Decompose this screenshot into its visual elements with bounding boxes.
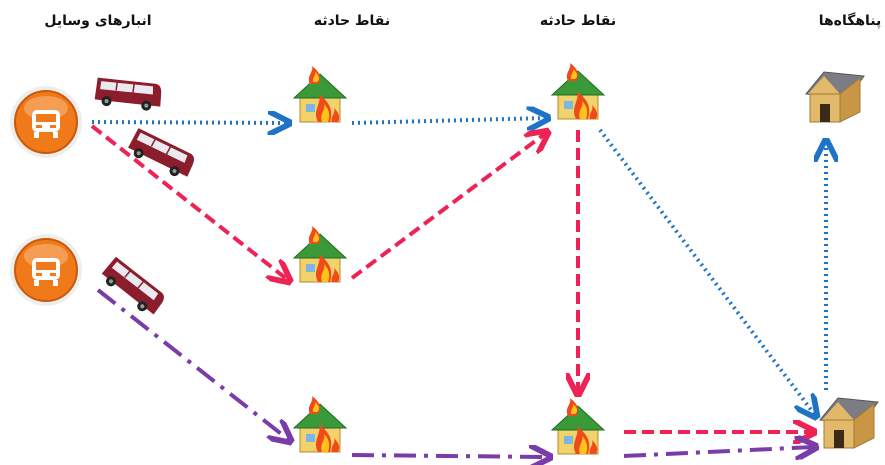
header-incidents-2: نقاط حادثه [540, 13, 616, 29]
route-red-depot1-to-incident-c [90, 124, 288, 280]
burning-house-icon [293, 395, 347, 453]
burning-house-icon [293, 225, 347, 283]
bus-depot-icon [9, 85, 83, 159]
route-purple-incident-e-to-shelter-2 [623, 447, 814, 456]
shelter-house-icon [805, 71, 865, 123]
bus-icon [125, 125, 199, 184]
bus-icon [93, 74, 165, 115]
header-depots: انبارهای وسایل [44, 13, 151, 29]
shelter-house-icon [819, 397, 879, 449]
route-blue-incident-a-to-incident-b [351, 118, 546, 123]
header-incidents-1: نقاط حادثه [314, 13, 390, 29]
route-blue-depot1-to-incident-a [91, 122, 287, 123]
route-blue-incident-b-to-shelter-2 [598, 128, 815, 415]
burning-house-icon [551, 62, 605, 120]
burning-house-icon [551, 397, 605, 455]
bus-depot-icon [9, 233, 83, 307]
bus-icon [97, 254, 169, 321]
route-purple-incident-d-to-incident-e [351, 455, 548, 457]
header-shelters: پناهگاه‌ها [819, 12, 882, 29]
burning-house-icon [293, 65, 347, 123]
route-purple-depot2-to-incident-d [96, 288, 289, 440]
route-red-incident-c-to-incident-b [350, 133, 546, 280]
